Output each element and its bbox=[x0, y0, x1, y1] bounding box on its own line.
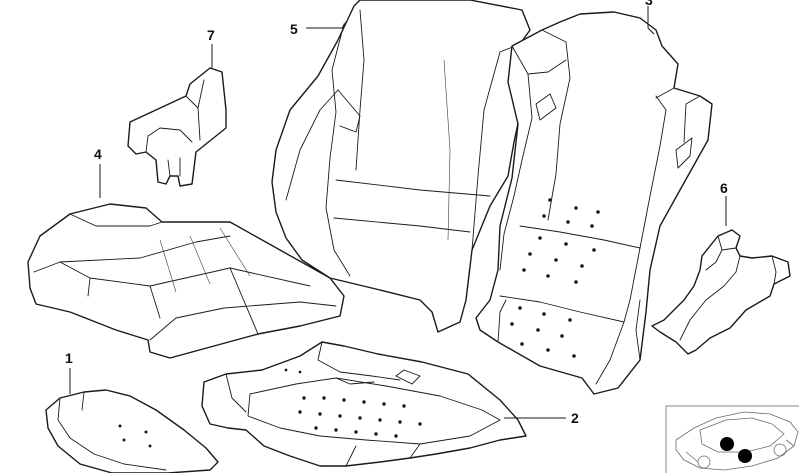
callout-6: 6 bbox=[720, 180, 728, 196]
part-7-trim-cover bbox=[127, 67, 227, 187]
seat-pad-vent-holes bbox=[284, 368, 422, 438]
part-4-seat-cushion-cover bbox=[27, 203, 345, 359]
callout-2: 2 bbox=[571, 410, 579, 426]
callout-7: 7 bbox=[207, 27, 215, 43]
seat-location-marker-icon bbox=[720, 437, 734, 451]
callout-labels: 1 2 3 4 5 6 7 bbox=[65, 0, 728, 426]
part-6-side-trim bbox=[651, 229, 791, 355]
seat-location-marker-icon bbox=[738, 449, 752, 463]
callout-1: 1 bbox=[65, 350, 73, 366]
callout-3: 3 bbox=[645, 0, 653, 8]
leader-lines bbox=[69, 6, 727, 419]
callout-5: 5 bbox=[290, 21, 298, 37]
part-5-backrest-cover bbox=[271, 0, 531, 333]
car-locator-inset bbox=[665, 405, 799, 473]
part-1-front-trim bbox=[45, 389, 219, 473]
part-3-backrest-pad bbox=[475, 11, 713, 395]
backrest-vent-holes bbox=[510, 198, 600, 358]
part-2-seat-pad bbox=[201, 341, 527, 467]
callout-4: 4 bbox=[94, 146, 102, 162]
